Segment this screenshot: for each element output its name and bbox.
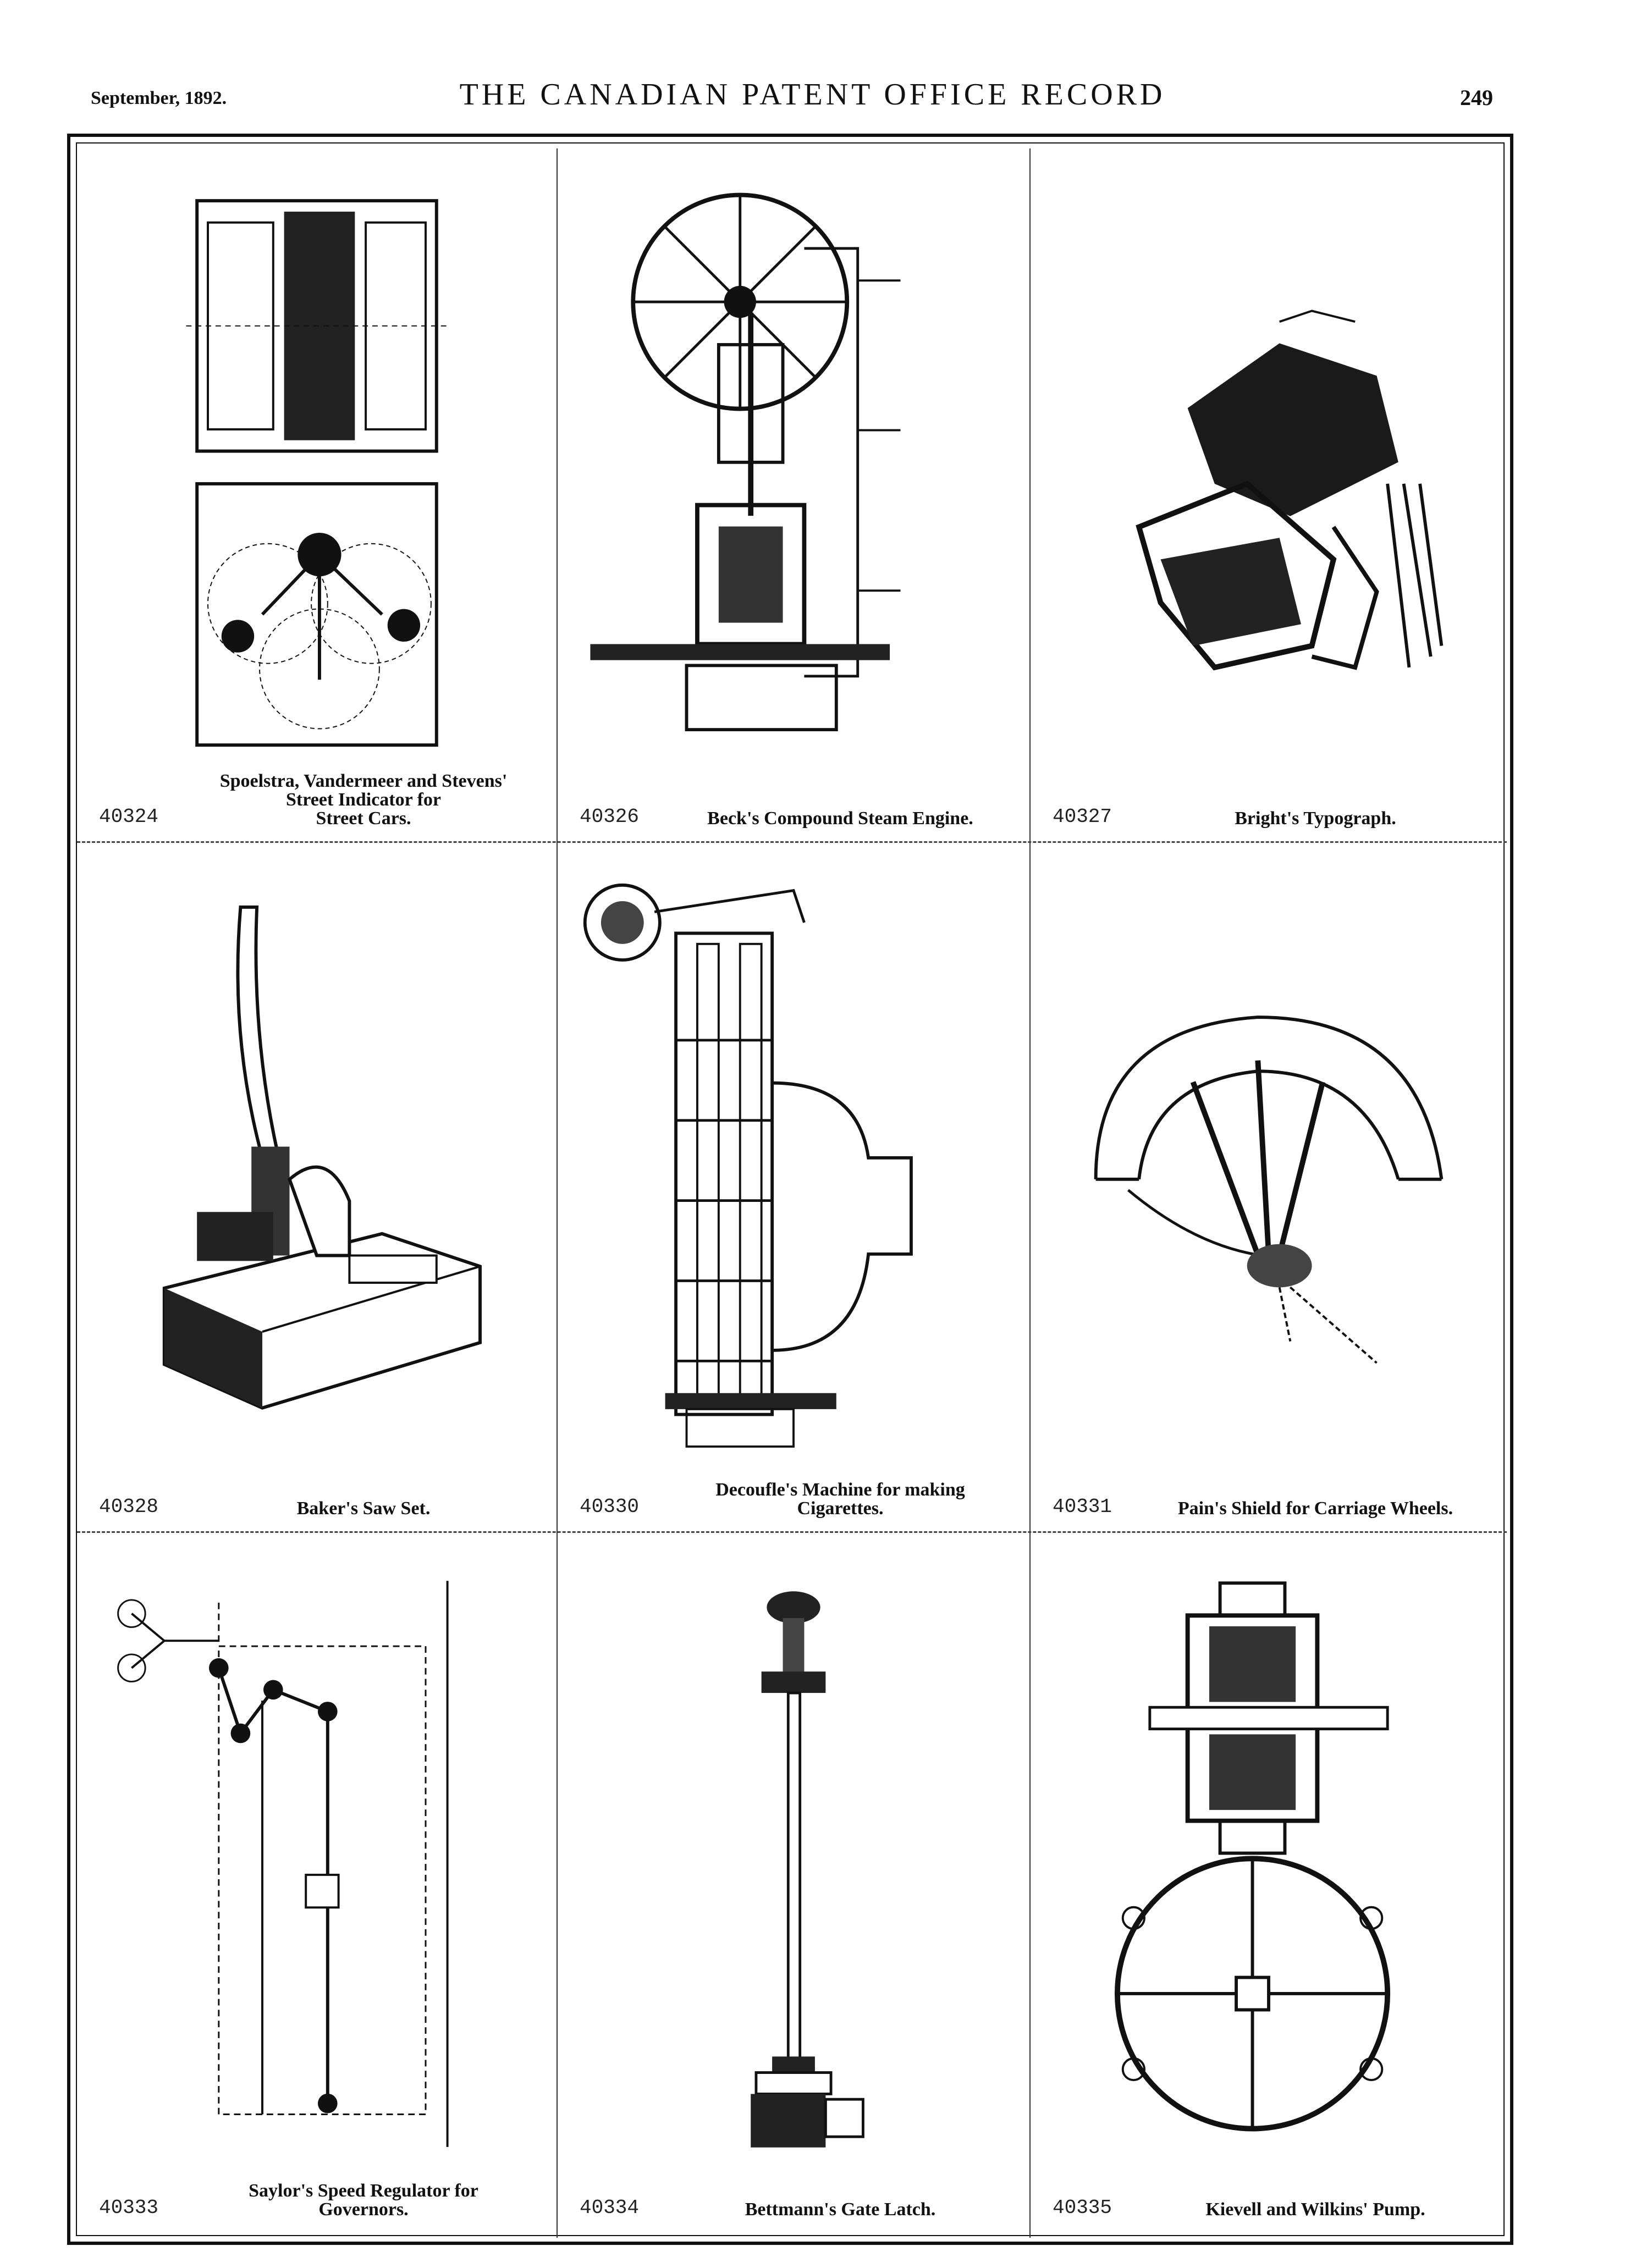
patent-number: 40334 [580, 2197, 640, 2219]
row-divider [77, 841, 1507, 843]
patent-number: 40331 [1053, 1496, 1112, 1518]
column-divider [1029, 148, 1031, 2238]
patent-cell-40324: 40324 Spoelstra, Vandermeer and Stevens'… [77, 143, 557, 841]
speed-regulator-icon [117, 1581, 449, 2147]
cigarette-machine-icon [583, 883, 913, 1448]
patent-cell-40333: 40333 Saylor's Speed Regulator for Gover… [77, 1534, 557, 2232]
steam-engine-icon [590, 192, 901, 731]
patent-number: 40328 [99, 1496, 159, 1518]
patent-title: Baker's Saw Set. [296, 1498, 431, 1519]
gate-latch-icon [751, 1591, 864, 2148]
typograph-drawing [1053, 165, 1485, 792]
patent-number: 40324 [99, 805, 159, 828]
patent-number: 40333 [99, 2197, 159, 2219]
patent-title: Bettmann's Gate Latch. [745, 2199, 936, 2220]
publication-title: THE CANADIAN PATENT OFFICE RECORD [459, 78, 1166, 112]
pump-icon [1114, 1581, 1391, 2132]
patent-number: 40326 [580, 805, 640, 828]
patent-cell-40330: 40330 Decoufle's Machine for making Ciga… [558, 844, 1029, 1531]
patent-number: 40335 [1053, 2197, 1112, 2219]
patent-cell-40328: 40328 Baker's Saw Set. [77, 844, 557, 1531]
page-header: September, 1892. THE CANADIAN PATENT OFF… [0, 77, 1625, 121]
typograph-icon [1136, 310, 1444, 671]
patent-cell-40327: 40327 Bright's Typograph. [1031, 143, 1507, 841]
patent-title: Kievell and Wilkins' Pump. [1205, 2199, 1425, 2220]
patent-title: Decoufle's Machine for making Cigarettes… [715, 1480, 965, 1519]
patent-number: 40327 [1053, 805, 1112, 828]
cigarette-machine-drawing [580, 866, 1007, 1482]
patent-cell-40331: 40331 Pain's Shield for Carriage Wheels. [1031, 844, 1507, 1531]
row-divider [77, 1531, 1507, 1533]
patent-cell-40335: 40335 Kievell and Wilkins' Pump. [1031, 1534, 1507, 2232]
speed-regulator-drawing [99, 1556, 535, 2183]
wheel-shield-drawing [1053, 866, 1485, 1482]
patent-number: 40330 [580, 1496, 640, 1518]
pump-drawing [1053, 1556, 1485, 2183]
patent-title: Spoelstra, Vandermeer and Stevens' Stree… [219, 771, 508, 829]
patent-title: Bright's Typograph. [1235, 808, 1396, 829]
plate-frame [67, 134, 1513, 2245]
street-indicator-icon [186, 199, 448, 747]
saw-set-drawing [99, 866, 535, 1482]
issue-date: September, 1892. [91, 88, 227, 108]
column-divider [557, 148, 558, 2238]
wheel-shield-icon [1094, 1016, 1444, 1364]
patent-cell-40326: 40326 Beck's Compound Steam Engine. [558, 143, 1029, 841]
steam-engine-drawing [580, 165, 1007, 792]
street-indicator-drawing [99, 165, 535, 792]
patent-cell-40334: 40334 Bettmann's Gate Latch. [558, 1534, 1029, 2232]
saw-set-icon [162, 905, 482, 1410]
patent-title: Saylor's Speed Regulator for Governors. [249, 2181, 478, 2220]
patent-title: Beck's Compound Steam Engine. [707, 808, 973, 829]
gate-latch-drawing [580, 1556, 1007, 2183]
patent-title: Pain's Shield for Carriage Wheels. [1177, 1498, 1453, 1519]
page-number: 249 [1460, 85, 1493, 110]
